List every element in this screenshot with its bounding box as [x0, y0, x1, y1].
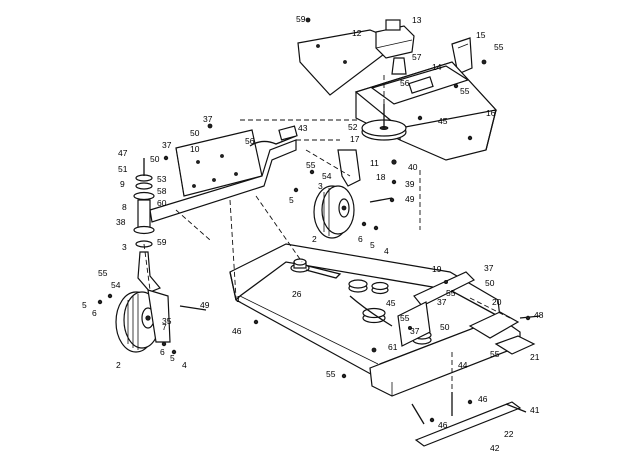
callout-13: 13 [412, 15, 422, 25]
callout-14: 14 [432, 62, 442, 72]
callout-47: 47 [118, 148, 128, 158]
callout-50: 50 [150, 154, 160, 164]
callout-20: 20 [492, 297, 502, 307]
callout-22: 22 [504, 429, 514, 439]
gearbox-mount-plate [297, 29, 402, 96]
callout-53: 53 [157, 174, 167, 184]
callout-2: 2 [116, 360, 121, 370]
callout-55: 55 [306, 160, 316, 170]
callout-41: 41 [530, 405, 540, 415]
callout-61: 61 [388, 342, 398, 352]
deck-skid [411, 392, 527, 447]
callout-3: 3 [318, 181, 323, 191]
callout-6: 6 [358, 234, 363, 244]
callout-55: 55 [326, 369, 336, 379]
callout-46: 46 [478, 394, 488, 404]
right-caster-wheel [313, 149, 393, 239]
callout-16: 16 [486, 108, 496, 118]
callout-59: 59 [157, 237, 167, 247]
callout-15: 15 [476, 30, 486, 40]
idler-bracket [397, 271, 476, 347]
gearbox [375, 19, 415, 75]
callout-1: 1 [236, 294, 241, 304]
callout-11: 11 [370, 158, 379, 168]
callout-55: 55 [446, 288, 456, 298]
callout-21: 21 [530, 352, 540, 362]
callout-59: 59 [296, 14, 306, 24]
callout-42: 42 [490, 443, 500, 453]
adjustment-arm [468, 311, 541, 355]
callout-37: 37 [484, 263, 494, 273]
callout-55: 55 [490, 349, 500, 359]
callout-43: 43 [298, 123, 308, 133]
callout-55: 55 [98, 268, 108, 278]
drive-pulley [361, 104, 407, 141]
callout-9: 9 [120, 179, 125, 189]
left-caster-wheel [115, 289, 207, 353]
callout-37: 37 [162, 140, 172, 150]
callout-49: 49 [200, 300, 210, 310]
callout-4: 4 [182, 360, 187, 370]
callout-45: 45 [386, 298, 396, 308]
callout-56: 56 [400, 78, 410, 88]
callout-60: 60 [157, 198, 167, 208]
callout-58: 58 [157, 186, 167, 196]
callout-55: 55 [460, 86, 470, 96]
callout-57: 57 [412, 52, 422, 62]
belt-guard-bracket [451, 37, 473, 75]
callout-44: 44 [458, 360, 468, 370]
callout-54: 54 [111, 280, 121, 290]
callout-26: 26 [292, 289, 302, 299]
callout-55: 55 [400, 313, 410, 323]
callout-37: 37 [203, 114, 213, 124]
callout-10: 10 [190, 144, 200, 154]
callout-40: 40 [408, 162, 418, 172]
callout-46: 46 [232, 326, 242, 336]
deck-cover [354, 61, 498, 161]
callout-19: 19 [432, 264, 442, 274]
callout-17: 17 [350, 134, 360, 144]
callout-45: 45 [438, 116, 448, 126]
callout-54: 54 [322, 171, 332, 181]
callout-56: 56 [245, 136, 255, 146]
callout-7: 7 [162, 322, 167, 332]
callout-12: 12 [352, 28, 362, 38]
spindle-26 [290, 258, 342, 279]
hardware-fasteners [97, 17, 531, 423]
callout-5: 5 [82, 300, 87, 310]
callout-4: 4 [384, 246, 389, 256]
callout-2: 2 [312, 234, 317, 244]
callout-49: 49 [405, 194, 415, 204]
callout-50: 50 [440, 322, 450, 332]
callout-50: 50 [190, 128, 200, 138]
callout-5: 5 [170, 353, 175, 363]
callout-38: 38 [116, 217, 126, 227]
callout-6: 6 [92, 308, 97, 318]
callout-35: 35 [162, 316, 172, 326]
callout-46: 46 [438, 420, 448, 430]
callout-5: 5 [289, 195, 294, 205]
callout-55: 55 [494, 42, 504, 52]
caster-post-stack [133, 158, 161, 293]
callout-3: 3 [122, 242, 127, 252]
hitch-frame [149, 125, 298, 223]
callout-51: 51 [118, 164, 128, 174]
callout-52: 52 [348, 122, 358, 132]
callout-39: 39 [405, 179, 415, 189]
callout-5: 5 [370, 240, 375, 250]
callout-8: 8 [122, 202, 127, 212]
callout-48: 48 [534, 310, 544, 320]
callout-50: 50 [485, 278, 495, 288]
callout-18: 18 [376, 172, 386, 182]
assembly-guide-lines [143, 72, 511, 392]
callout-37: 37 [410, 326, 420, 336]
callout-37: 37 [437, 297, 447, 307]
callout-6: 6 [160, 347, 165, 357]
